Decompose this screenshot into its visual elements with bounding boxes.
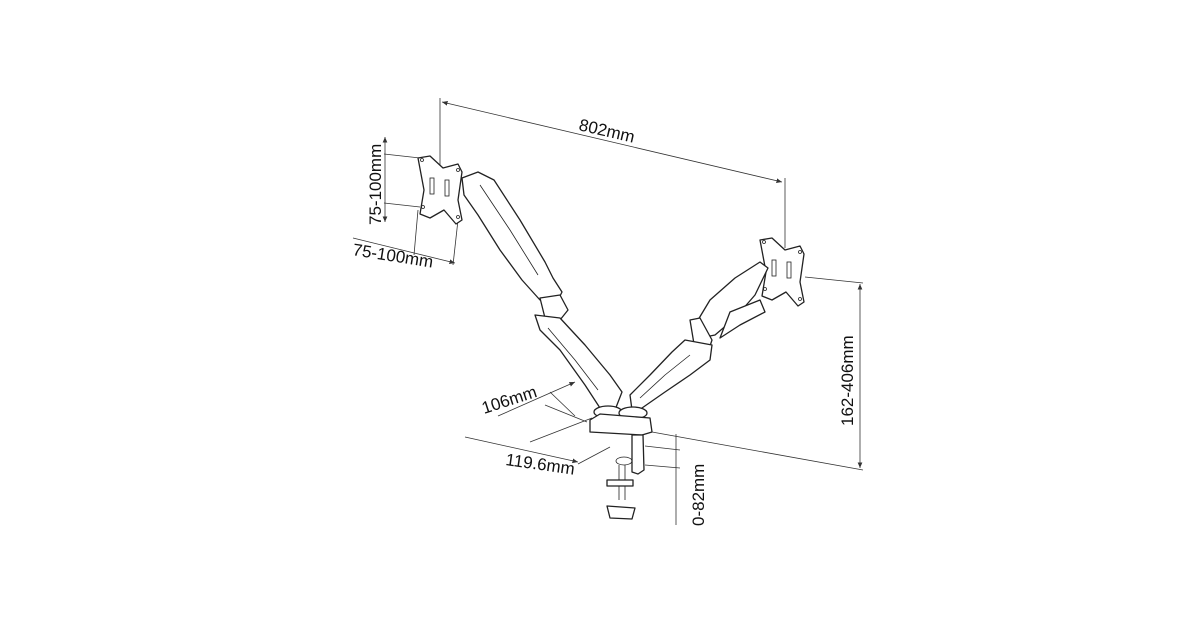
height-dimension: 162-406mm xyxy=(651,276,864,471)
base-depth-dimension: 106mm xyxy=(479,381,588,423)
desk-thickness-label: 0-82mm xyxy=(689,464,708,526)
span-label: 802mm xyxy=(577,115,637,146)
left-arm xyxy=(461,171,623,411)
height-label: 162-406mm xyxy=(838,335,857,426)
left-vesa-plate xyxy=(417,155,463,225)
vesa-vertical-label: 75-100mm xyxy=(366,144,385,225)
base-width-dimension: 119.6mm xyxy=(464,417,611,479)
desk-clamp-base xyxy=(589,405,653,520)
right-vesa-plate xyxy=(759,237,805,307)
vesa-horizontal-label: 75-100mm xyxy=(351,240,434,271)
base-width-label: 119.6mm xyxy=(504,450,576,479)
base-depth-label: 106mm xyxy=(479,382,539,418)
right-arm xyxy=(629,261,769,411)
vesa-vertical-dimension: 75-100mm xyxy=(366,137,421,225)
desk-thickness-dimension: 0-82mm xyxy=(644,434,708,526)
